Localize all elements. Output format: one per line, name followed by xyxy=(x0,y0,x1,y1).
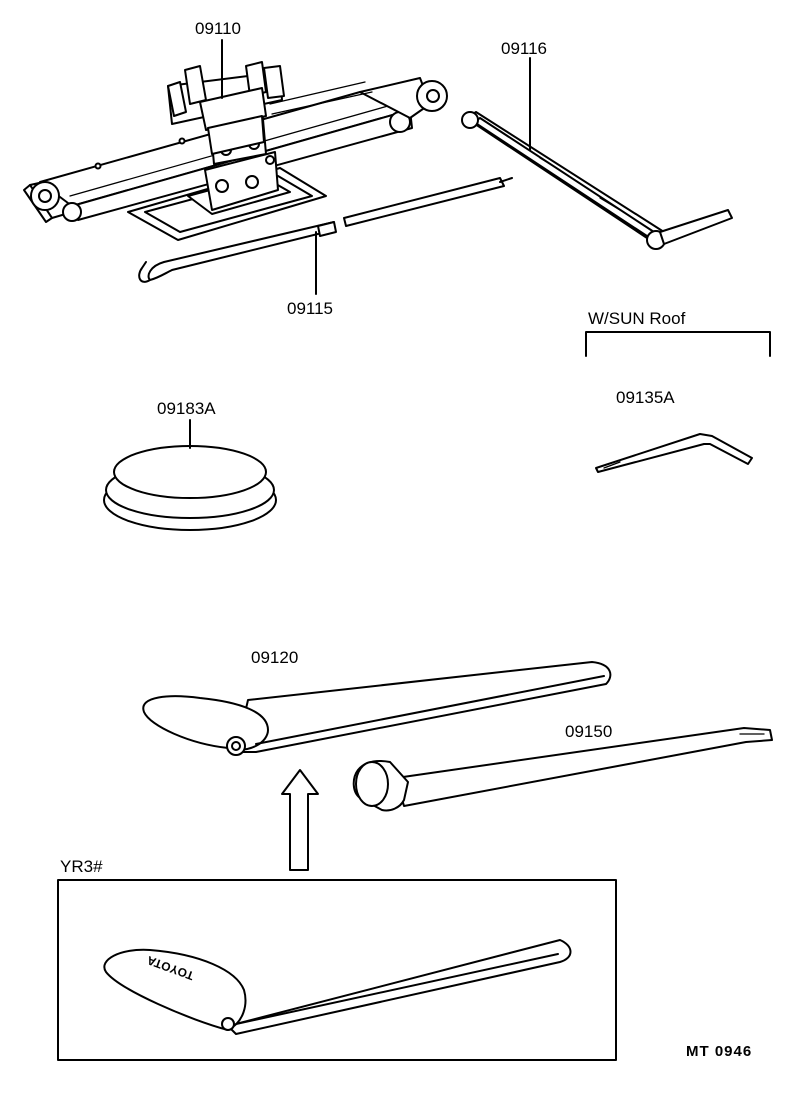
sunroof-note-label: W/SUN Roof xyxy=(588,309,686,328)
drawing-code-label: MT 0946 xyxy=(686,1043,753,1060)
variant-tool-bag xyxy=(103,939,572,1035)
part-label-crank: 09116 xyxy=(501,39,548,58)
part-label-wrench: 09150 xyxy=(565,722,613,741)
tool-bag xyxy=(142,661,612,756)
lug-wrench xyxy=(352,727,773,812)
jack-crank-handle xyxy=(461,111,733,250)
up-arrow-icon xyxy=(281,769,319,871)
jack-handle-rod xyxy=(138,177,513,283)
part-label-jack: 09110 xyxy=(195,19,242,38)
part-label-handle: 09115 xyxy=(287,299,334,318)
scissor-jack xyxy=(23,61,448,241)
part-label-cap: 09183A xyxy=(157,399,216,418)
cap-part xyxy=(103,445,277,531)
variant-label: YR3# xyxy=(60,857,103,876)
part-label-bag: 09120 xyxy=(251,648,299,667)
part-label-sunroof-tool: 09135A xyxy=(616,388,675,407)
sunroof-tool xyxy=(595,433,753,473)
sunroof-bracket xyxy=(585,331,771,357)
